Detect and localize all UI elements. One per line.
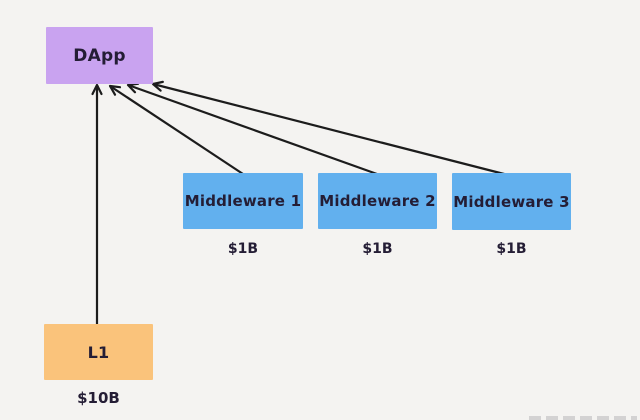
arrow-middleware1-to-dapp: [108, 84, 244, 175]
node-l1-label: L1: [87, 342, 110, 362]
node-dapp-label: DApp: [73, 45, 126, 66]
value-label-middleware1: $1B: [227, 241, 259, 257]
node-l1: L1: [44, 324, 153, 380]
node-middleware1: Middleware 1: [183, 173, 303, 229]
watermark-fragment: [529, 416, 637, 420]
node-dapp: DApp: [46, 27, 153, 84]
node-middleware1-label: Middleware 1: [184, 192, 302, 210]
arrow-middleware3-to-dapp: [151, 80, 509, 177]
node-middleware2-label: Middleware 2: [319, 192, 436, 210]
value-label-l1: $10B: [77, 389, 120, 407]
node-middleware3-label: Middleware 3: [453, 192, 570, 211]
node-middleware2: Middleware 2: [318, 173, 437, 229]
value-label-middleware2: $1B: [362, 241, 393, 257]
arrow-middleware2-to-dapp: [126, 82, 378, 176]
value-label-middleware3: $1B: [496, 241, 527, 257]
node-middleware3: Middleware 3: [452, 173, 571, 230]
